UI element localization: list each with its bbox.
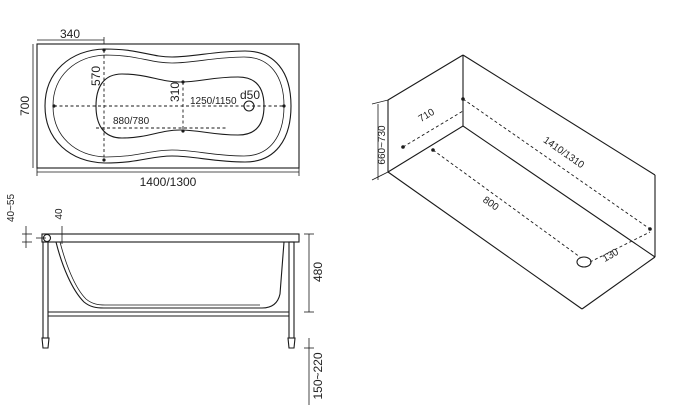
label-bottom-length-iso: 800 [480, 195, 500, 214]
label-inner-width: 570 [89, 66, 103, 86]
label-length-iso: 1410/1310 [541, 135, 586, 171]
label-drain-offset-iso: 130 [601, 247, 621, 265]
inner-bowl-contour [52, 54, 285, 158]
dim-bottom-length-line-iso [432, 149, 581, 258]
tub-body [55, 241, 285, 309]
label-overall-width: 700 [18, 96, 32, 116]
label-height-range: 660~730 [377, 125, 388, 165]
dim-width-line-iso [402, 110, 464, 148]
dim-length-line-iso [462, 98, 651, 230]
bottom-contour [95, 73, 265, 139]
left-foot [41, 337, 50, 349]
label-depth-marker: 310 [168, 82, 182, 102]
right-foot [287, 337, 296, 349]
label-bath-height: 480 [311, 262, 325, 282]
isometric-view: 660~730 710 1410/1310 800 130 [371, 54, 656, 310]
box-top-back-edge [387, 54, 464, 101]
label-overall-length: 1400/1300 [140, 175, 197, 189]
left-leg [42, 241, 49, 339]
label-width-iso: 710 [417, 107, 437, 125]
dim-drain-offset-line-iso [589, 231, 651, 263]
label-rim-range: 40~55 [6, 194, 17, 223]
label-rim-thickness: 40 [54, 208, 65, 220]
label-bottom-length: 880/780 [113, 116, 150, 127]
label-drain: d50 [240, 88, 260, 102]
label-inner-length: 1250/1150 [190, 96, 237, 107]
drain-iso [576, 256, 592, 268]
top-view: 340 1400/1300 700 570 310 1250/1150 880/… [18, 27, 300, 189]
label-offset: 340 [60, 27, 80, 41]
top-view-outline [36, 43, 300, 169]
side-view: 40~55 40 480 150~220 [6, 194, 325, 405]
outer-bowl-contour [44, 48, 292, 164]
label-leg-height: 150~220 [311, 352, 325, 399]
right-leg [288, 241, 295, 339]
rim [41, 233, 300, 243]
